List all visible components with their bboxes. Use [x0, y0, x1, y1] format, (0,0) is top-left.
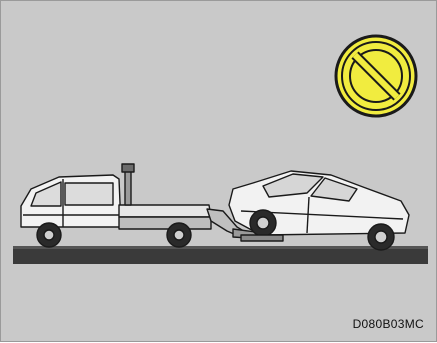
sedan-car-icon	[229, 171, 409, 250]
road-ground	[13, 246, 428, 264]
prohibition-sign-icon	[336, 36, 416, 116]
tow-truck-icon	[21, 164, 263, 247]
figure-code-label: D080B03MC	[353, 317, 424, 331]
